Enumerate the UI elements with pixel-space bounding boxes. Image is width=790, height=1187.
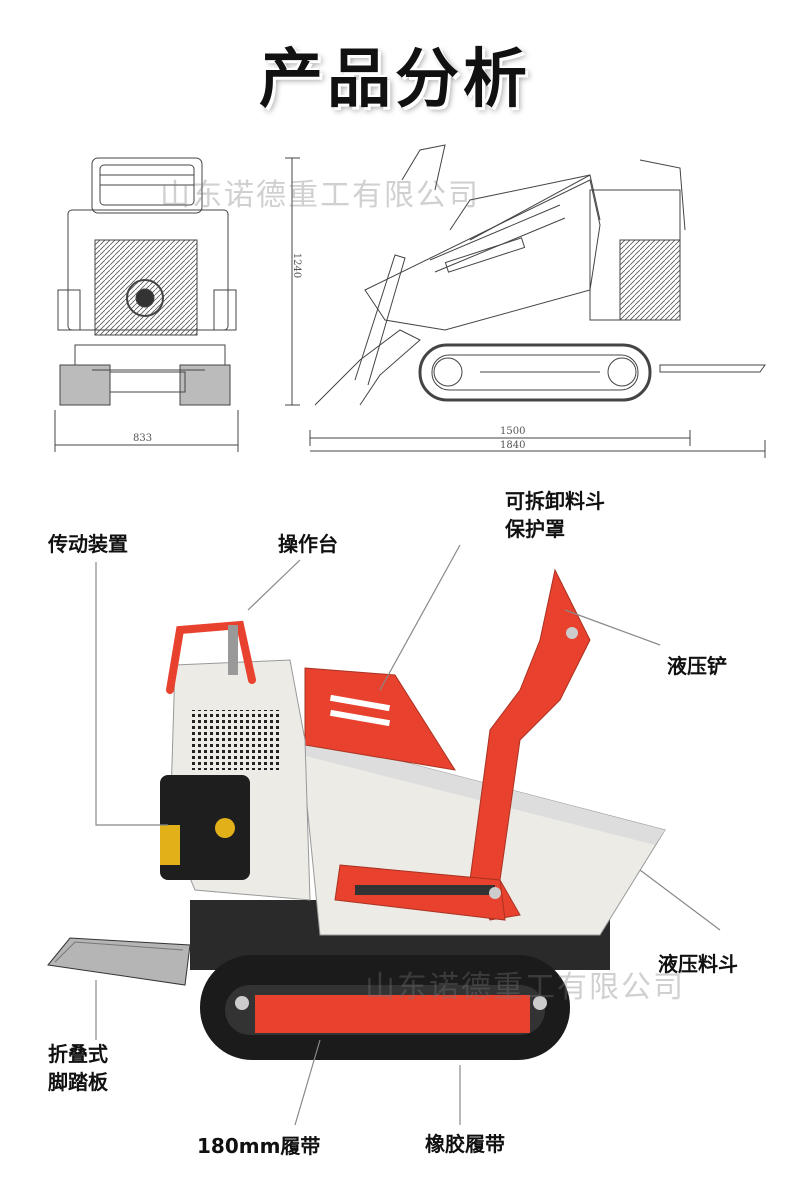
side-view-drawing: [314, 144, 766, 406]
hydraulic-shovel-graphic: [334, 568, 591, 921]
hopper-guard-graphic: [304, 667, 457, 771]
watermark-top: 山东诺德重工有限公司: [160, 178, 480, 213]
hopper-guard-label-line1: 可拆卸料斗: [505, 489, 605, 513]
front-view-drawing: [57, 157, 237, 406]
hydraulic-hopper-label: 液压料斗: [658, 952, 738, 976]
folding-pedal-label-line1: 折叠式: [48, 1042, 108, 1066]
console-label: 操作台: [278, 532, 338, 556]
page-title: 产品分析: [259, 43, 531, 117]
engine-housing-graphic: [160, 659, 311, 901]
front-width-dimension: 833: [133, 433, 153, 444]
track-180-label: 180mm履带: [197, 1134, 321, 1158]
folding-pedal-graphic: [47, 937, 191, 986]
length-dimension: 1840: [500, 440, 526, 451]
rubber-track-graphic: [200, 955, 570, 1060]
wheelbase-dimension: 1500: [500, 426, 526, 437]
folding-pedal-label-line2: 脚踏板: [48, 1070, 108, 1094]
rubber-track-label: 橡胶履带: [425, 1132, 505, 1156]
console-rollbar: [166, 620, 256, 694]
technical-drawing: [54, 144, 766, 458]
hopper-guard-label-line2: 保护罩: [505, 517, 565, 541]
transmission-label: 传动装置: [48, 532, 128, 556]
watermark-bottom: 山东诺德重工有限公司: [365, 970, 685, 1005]
hydraulic-shovel-label: 液压铲: [667, 654, 727, 678]
